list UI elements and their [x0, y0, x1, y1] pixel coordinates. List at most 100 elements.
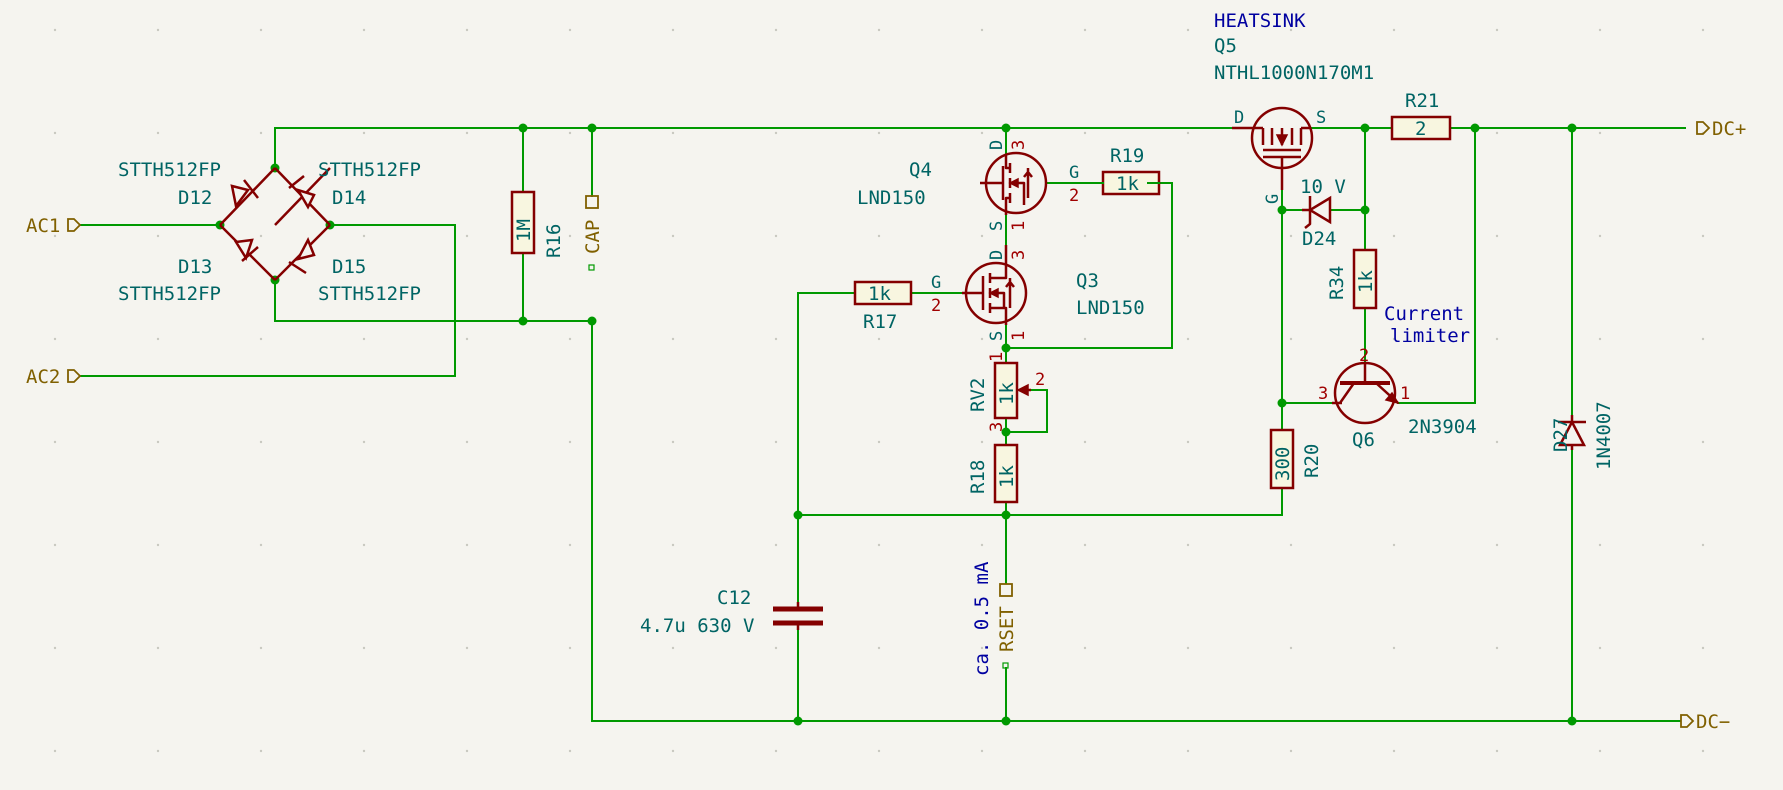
- grid-dot: [465, 749, 469, 753]
- d12-value: STTH512FP: [118, 159, 221, 181]
- grid-dot: [1598, 543, 1602, 547]
- rv2-value: 1k: [996, 382, 1018, 405]
- grid-dot: [465, 543, 469, 547]
- grid-dot: [1495, 131, 1499, 135]
- grid-dot: [1083, 131, 1087, 135]
- grid-dot: [156, 28, 160, 32]
- q3-value: LND150: [1076, 297, 1145, 319]
- grid-dot: [1392, 646, 1396, 650]
- grid-dot: [774, 131, 778, 135]
- r19-ref: R19: [1110, 145, 1144, 167]
- grid-dot: [156, 646, 160, 650]
- grid-dot: [362, 28, 366, 32]
- grid-dot: [1083, 749, 1087, 753]
- grid-dot: [259, 28, 263, 32]
- q3-pin-g-num: 2: [931, 296, 941, 316]
- q6-ref: Q6: [1352, 429, 1375, 451]
- grid-dot: [1701, 337, 1705, 341]
- q4-pin-g-label: G: [1069, 163, 1079, 183]
- q5-ref: Q5: [1214, 35, 1237, 57]
- q6-pin3: 3: [1318, 384, 1328, 404]
- resistor-r19: 1k R19: [1101, 145, 1161, 196]
- grid-dot: [259, 234, 263, 238]
- d27-value: 1N4007: [1593, 401, 1615, 470]
- grid-dot: [980, 131, 984, 135]
- grid-dot: [877, 337, 881, 341]
- mosfet-q4: G 2 D 3 S 1 Q4 LND150: [857, 140, 1079, 231]
- grid-dot: [1598, 440, 1602, 444]
- q4-pin-s-num: 1: [1009, 221, 1029, 231]
- q4-value: LND150: [857, 187, 926, 209]
- grid-dot: [362, 337, 366, 341]
- grid-dot: [774, 28, 778, 32]
- grid-dot: [1701, 234, 1705, 238]
- grid-dot: [568, 646, 572, 650]
- q3-ref: Q3: [1076, 270, 1099, 292]
- q3-pin-d-num: 3: [1009, 250, 1029, 260]
- port-cap: CAP: [582, 195, 604, 271]
- grid-dot: [465, 131, 469, 135]
- note-heatsink: HEATSINK: [1214, 10, 1306, 32]
- grid-dot: [1495, 749, 1499, 753]
- grid-dot: [156, 440, 160, 444]
- d15-ref: D15: [332, 256, 366, 278]
- d27-ref: D27: [1550, 418, 1572, 452]
- diode-d15: [288, 237, 316, 275]
- r21-ref: R21: [1405, 90, 1439, 112]
- grid-dot: [1289, 234, 1293, 238]
- grid-dot: [156, 749, 160, 753]
- grid-dot: [156, 337, 160, 341]
- port-rset: RSET: [996, 583, 1018, 669]
- grid-dot: [671, 543, 675, 547]
- grid-dot: [1701, 440, 1705, 444]
- grid-dot: [465, 337, 469, 341]
- grid-dot: [671, 646, 675, 650]
- grid-dot: [1186, 543, 1190, 547]
- grid-dot: [774, 646, 778, 650]
- grid-dot: [259, 337, 263, 341]
- mosfet-q5: D S G HEATSINK Q5 NTHL1000N170M1: [1214, 10, 1374, 204]
- grid-dot: [53, 28, 57, 32]
- mosfet-q3: G 2 D 3 S 1 Q3 LND150: [931, 245, 1145, 341]
- grid-dot: [1186, 28, 1190, 32]
- q4-pin-d-label: D: [987, 140, 1007, 150]
- grid-dot: [671, 131, 675, 135]
- bjt-q6: 3 2 1 Q6 2N3904: [1318, 346, 1477, 451]
- rv2-pin1: 1: [987, 352, 1007, 362]
- grid-dot: [156, 234, 160, 238]
- grid-dot: [1186, 337, 1190, 341]
- grid-dot: [1083, 646, 1087, 650]
- rv2-pin3: 3: [987, 422, 1007, 432]
- grid-dot: [1598, 337, 1602, 341]
- q5-pin-g-label: G: [1263, 194, 1283, 204]
- rv2-pin2: 2: [1035, 370, 1045, 390]
- grid-dot: [877, 543, 881, 547]
- port-dc-minus-label: DC−: [1696, 711, 1730, 733]
- r17-ref: R17: [863, 311, 897, 333]
- resistor-r20: 300 R20: [1269, 428, 1323, 490]
- grid-dot: [1186, 234, 1190, 238]
- grid-dot: [465, 234, 469, 238]
- grid-dot: [362, 543, 366, 547]
- note-rset-current: ca. 0.5 mA: [971, 561, 993, 676]
- d24-value: 10 V: [1300, 176, 1346, 198]
- grid-dot: [1083, 28, 1087, 32]
- diode-d12: [230, 179, 259, 209]
- c12-value: 4.7u 630 V: [640, 615, 754, 637]
- grid-dot: [1495, 28, 1499, 32]
- grid-dot: [1495, 646, 1499, 650]
- port-dc-plus: DC+: [1696, 118, 1746, 140]
- port-rset-label: RSET: [996, 606, 1018, 652]
- grid-dot: [1392, 28, 1396, 32]
- grid-dot: [156, 543, 160, 547]
- q4-pin-s-label: S: [987, 221, 1007, 231]
- grid-dot: [53, 131, 57, 135]
- capacitor-c12: C12 4.7u 630 V: [640, 587, 823, 637]
- grid-dot: [980, 440, 984, 444]
- grid-dot: [362, 131, 366, 135]
- grid-dot: [1598, 646, 1602, 650]
- grid-dot: [1289, 337, 1293, 341]
- grid-dot: [259, 543, 263, 547]
- r16-ref: R16: [543, 224, 565, 258]
- q4-pin-d-num: 3: [1009, 140, 1029, 150]
